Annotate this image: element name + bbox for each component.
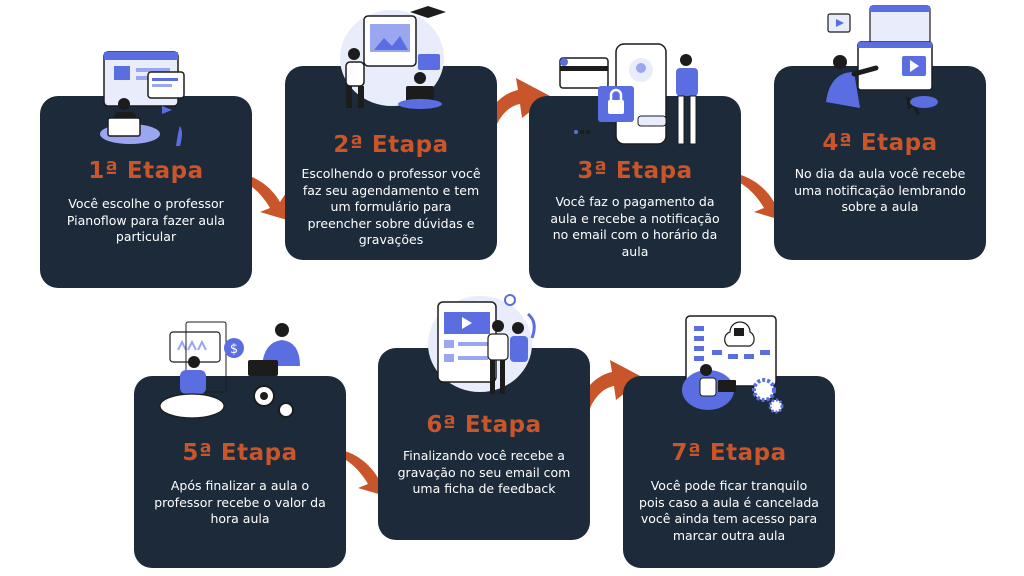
cloud-security-illustration: [682, 315, 784, 414]
step-card-4: 4ª Etapa No dia da aula você recebe uma …: [774, 66, 986, 260]
step-description: Escolhendo o professor você faz seu agen…: [301, 166, 481, 247]
laptop-user-illustration: [100, 51, 185, 146]
svg-text:$: $: [230, 342, 238, 357]
arrow-6-to-7: [578, 360, 644, 414]
arrow-2-to-3: [484, 78, 550, 132]
step-title: 6ª Etapa: [426, 412, 542, 438]
arrow-5-to-6: [330, 448, 392, 498]
step-title: 7ª Etapa: [671, 440, 787, 466]
step-description: Finalizando você recebe a gravação no se…: [397, 448, 571, 496]
step-title: 4ª Etapa: [822, 130, 938, 156]
step-title: 2ª Etapa: [333, 132, 449, 158]
step-description: No dia da aula você recebe uma notificaç…: [794, 166, 966, 214]
step-title: 5ª Etapa: [182, 440, 298, 466]
step-description: Você pode ficar tranquilo pois caso a au…: [639, 478, 819, 543]
step-description: Você faz o pagamento da aula e recebe a …: [550, 194, 720, 259]
step-card-3: 3ª Etapa Você faz o pagamento da aula e …: [529, 96, 741, 288]
arrow-1-to-2: [232, 172, 294, 222]
arrow-3-to-4: [726, 172, 788, 222]
payment-lock-illustration: [559, 43, 698, 145]
step-title: 3ª Etapa: [577, 158, 693, 184]
payment-dollar-illustration: $: [159, 321, 300, 419]
step-description: Após finalizar a aula o professor recebe…: [154, 478, 326, 526]
scheduling-illustration: [340, 6, 446, 109]
step-card-7: 7ª Etapa Você pode ficar tranquilo pois …: [623, 376, 835, 568]
video-notification-illustration: [826, 5, 938, 115]
feedback-video-illustration: [428, 294, 536, 394]
step-description: Você escolhe o professor Pianoflow para …: [66, 196, 226, 244]
step-title: 1ª Etapa: [88, 158, 204, 184]
